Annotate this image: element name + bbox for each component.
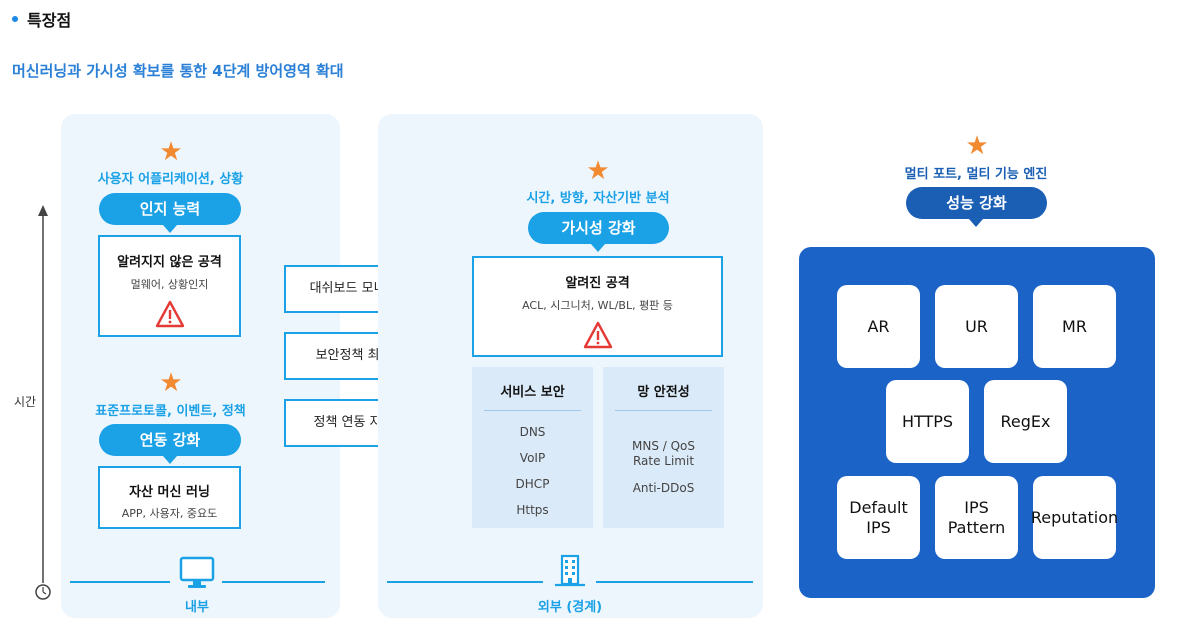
internal-bottom-caption: 표준프로토콜, 이벤트, 정책 [95, 404, 246, 419]
external-footer-label: 외부 (경계) [537, 600, 603, 615]
star-icon: ★ [965, 131, 989, 161]
divider-line [222, 581, 325, 583]
performance-pill: 성능 강화 [906, 187, 1047, 219]
cognition-pill: 인지 능력 [99, 193, 241, 225]
known-attack-box: 알려진 공격 ACL, 시그니처, WL/BL, 평판 등 [472, 256, 723, 357]
known-attack-sub: ACL, 시그니처, WL/BL, 평판 등 [522, 299, 673, 312]
pill-pointer [591, 244, 605, 252]
pill-pointer [163, 456, 177, 464]
network-item: Anti-DDoS [632, 481, 695, 495]
tile-reputation: Reputation [1031, 476, 1118, 559]
axis-arrowhead [38, 205, 48, 216]
external-caption: 시간, 방향, 자산기반 분석 [526, 191, 670, 206]
building-icon [555, 554, 585, 587]
warning-icon [155, 300, 184, 328]
asset-ml-sub: APP, 사용자, 중요도 [121, 507, 218, 520]
tile-ar: AR [837, 285, 920, 368]
divider-line [615, 410, 712, 411]
star-icon: ★ [159, 137, 183, 167]
asset-ml-title: 자산 머신 러닝 [129, 485, 210, 500]
network-stability-title: 망 안전성 [637, 385, 690, 400]
service-item: DNS [519, 425, 546, 439]
network-stability-panel: 망 안전성 MNS / QoS Rate Limit Anti-DDoS [603, 367, 724, 528]
tile-ur: UR [935, 285, 1018, 368]
integration-pill: 연동 강화 [99, 424, 241, 456]
performance-caption: 멀티 포트, 멀티 기능 엔진 [904, 167, 1048, 182]
service-security-panel: 서비스 보안 DNS VoIP DHCP Https [472, 367, 593, 528]
internal-footer-label: 내부 [185, 600, 209, 615]
divider-line [596, 581, 753, 583]
pill-pointer [969, 219, 983, 227]
time-axis [35, 205, 51, 600]
network-item: MNS / QoS Rate Limit [631, 439, 696, 468]
unknown-attack-sub: 멀웨어, 상황인지 [130, 278, 209, 291]
internal-top-caption: 사용자 어플리케이션, 상황 [97, 172, 244, 187]
clock-icon [35, 584, 51, 600]
pill-pointer [163, 225, 177, 233]
star-icon: ★ [159, 368, 183, 398]
warning-icon [583, 321, 612, 349]
known-attack-title: 알려진 공격 [565, 276, 630, 291]
service-item: Https [516, 503, 549, 517]
service-item: DHCP [515, 477, 550, 491]
external-panel [378, 114, 763, 618]
star-icon: ★ [586, 156, 610, 186]
bullet-icon [12, 16, 18, 22]
divider-line [484, 410, 581, 411]
tile-mr: MR [1033, 285, 1116, 368]
monitor-icon [179, 556, 215, 588]
tile-https: HTTPS [886, 380, 969, 463]
service-item: VoIP [519, 451, 546, 465]
page-subtitle: 머신러닝과 가시성 확보를 통한 4단계 방어영역 확대 [12, 62, 344, 80]
divider-line [70, 581, 170, 583]
tile-regex: RegEx [984, 380, 1067, 463]
asset-ml-box: 자산 머신 러닝 APP, 사용자, 중요도 [98, 466, 241, 529]
heading-text: 특장점 [27, 11, 72, 30]
section-heading: 특장점 [12, 7, 71, 31]
time-axis-label: 시간 [14, 395, 37, 409]
tile-default-ips: Default IPS [837, 476, 920, 559]
divider-line [387, 581, 543, 583]
service-security-title: 서비스 보안 [500, 385, 565, 400]
visibility-pill: 가시성 강화 [528, 212, 669, 244]
unknown-attack-box: 알려지지 않은 공격 멀웨어, 상황인지 [98, 235, 241, 337]
tile-ips-pattern: IPS Pattern [935, 476, 1018, 559]
unknown-attack-title: 알려지지 않은 공격 [117, 255, 222, 270]
